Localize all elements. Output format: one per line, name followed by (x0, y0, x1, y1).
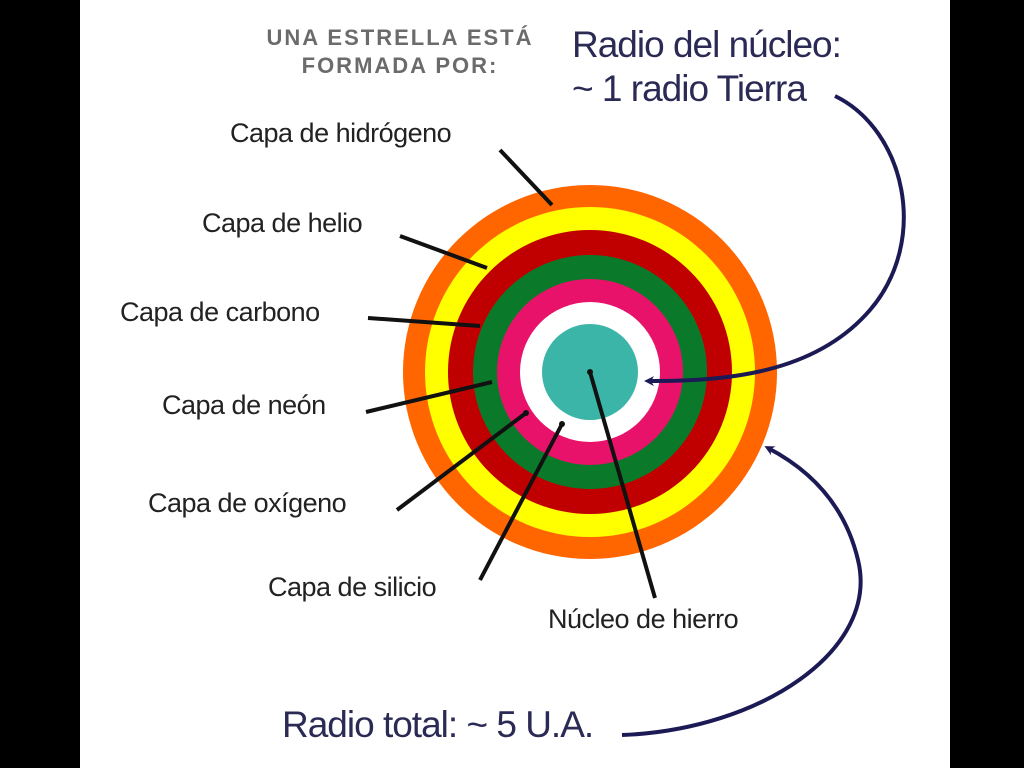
slide: UNA ESTRELLA ESTÁ FORMADA POR: (80, 0, 950, 768)
oxygen-dot (523, 410, 529, 416)
pointer-helium (399, 234, 488, 270)
pointer-carbon (367, 316, 481, 328)
right-black-border (950, 0, 1024, 768)
silicon-dot (559, 421, 565, 427)
pointer-iron-core (588, 371, 657, 599)
iron-core-dot (587, 369, 593, 375)
label-silicon-layer: Capa de silicio (268, 572, 437, 602)
pointer-neon (365, 380, 493, 414)
left-black-border (0, 0, 80, 768)
title-line-1: UNA ESTRELLA ESTÁ (266, 25, 534, 50)
pointer-hydrogen (498, 148, 554, 207)
title-line-2: FORMADA POR: (301, 53, 499, 78)
core-radius-line-1: Radio del núcleo: (572, 24, 842, 65)
total-radius-arrow (621, 446, 863, 737)
label-hydrogen-layer: Capa de hidrógeno (230, 118, 452, 148)
core-radius-line-2: ~ 1 radio Tierra (572, 68, 807, 109)
label-helium-layer: Capa de helio (202, 208, 363, 238)
slide-title: UNA ESTRELLA ESTÁ FORMADA POR: (230, 24, 570, 80)
label-carbon-layer: Capa de carbono (120, 297, 320, 327)
total-radius-label: Radio total: ~ 5 U.A. (282, 704, 594, 745)
label-oxygen-layer: Capa de oxígeno (148, 488, 347, 518)
label-neon-layer: Capa de neón (162, 390, 326, 420)
core-radius-arrow (644, 94, 906, 387)
pointer-silicon (478, 423, 564, 581)
pointer-oxygen (395, 411, 528, 512)
label-iron-core: Núcleo de hierro (548, 604, 739, 634)
